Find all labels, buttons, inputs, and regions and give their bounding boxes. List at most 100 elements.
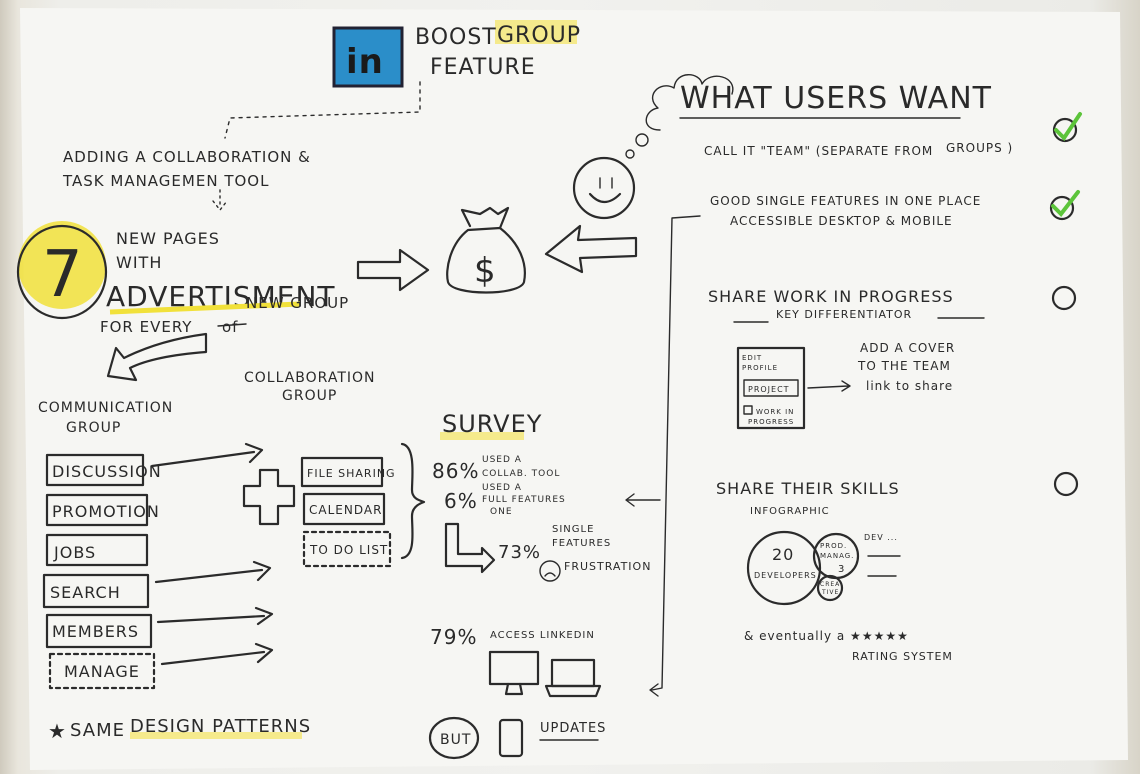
mobile-icon xyxy=(498,718,524,758)
dashed-down-arrow xyxy=(212,189,228,211)
title-highlight xyxy=(495,20,577,44)
checkbox-icon xyxy=(743,405,753,415)
want-item-l2: ACCESSIBLE DESKTOP & MOBILE xyxy=(730,214,953,228)
pm-l2: MANAG. xyxy=(820,552,854,560)
arrow-from-wants xyxy=(544,224,638,274)
want-item-l2: KEY DIFFERENTIATOR xyxy=(776,308,912,321)
dev-line: DEV ... xyxy=(864,533,898,542)
note-star: ★ xyxy=(48,719,67,743)
logo-text: in xyxy=(346,42,384,82)
wip-mockup: EDIT PROFILE PROJECT WORK IN PROGRESS AD… xyxy=(736,341,955,430)
pages-line4: FOR EVERY xyxy=(100,318,192,336)
comm-arrows xyxy=(150,442,274,666)
cre-l2: TIVE xyxy=(821,589,839,596)
comm-title1: COMMUNICATION xyxy=(38,400,173,416)
stat2-l2: FULL FEATURES xyxy=(482,495,566,505)
linkedin-logo-icon xyxy=(332,26,404,88)
title-group: GROUP xyxy=(497,23,581,48)
title-feature: FEATURE xyxy=(430,55,536,80)
l-arrow-icon xyxy=(444,522,496,574)
want-item-l2: INFOGRAPHIC xyxy=(750,506,830,517)
dev-label: DEVELOPERS xyxy=(754,571,817,580)
wip-note3: link to share xyxy=(866,379,953,393)
pages-line1: NEW PAGES xyxy=(116,229,220,248)
plus-icon xyxy=(242,468,296,526)
stat1-l1: USED A xyxy=(482,455,522,465)
advertisment-underline xyxy=(109,301,301,315)
collab-item-box xyxy=(302,530,392,568)
survey-highlight xyxy=(440,432,524,440)
empty-circle-icon xyxy=(1051,285,1077,311)
money-bag-icon: $ xyxy=(446,206,526,294)
updates-text: UPDATES xyxy=(540,721,606,736)
skills-infographic: 20 DEVELOPERS PROD. MANAG. 3 CREA TIVE D… xyxy=(744,530,953,663)
paper-sheet xyxy=(20,8,1128,770)
number-circle xyxy=(16,224,108,320)
smiley-icon xyxy=(572,156,636,220)
comm-item-box xyxy=(42,573,150,609)
stat2-l3: ONE xyxy=(490,507,513,517)
survey-title: SURVEY xyxy=(442,410,542,438)
collaboration-group: COLLABORATION GROUP FILE SHARING CALENDA… xyxy=(244,370,426,568)
curved-arrow-icon xyxy=(106,332,208,382)
but-text: BUT xyxy=(440,732,471,748)
stat3-l3: FRUSTRATION xyxy=(564,560,651,573)
comm-item: MANAGE xyxy=(64,662,140,681)
stat2-value: 6% xyxy=(444,489,478,513)
want-item-l1: SHARE WORK IN PROGRESS xyxy=(708,287,954,306)
stat1-l2: COLLAB. TOOL xyxy=(482,469,560,479)
comm-item-box xyxy=(48,652,156,690)
desktop-icon xyxy=(488,650,540,696)
comm-items: DISCUSSION PROMOTION JOBS SEARCH MEMBERS… xyxy=(42,453,162,690)
collab-item-box xyxy=(302,492,386,526)
comm-item-box xyxy=(45,493,149,527)
sad-face-icon xyxy=(539,560,561,582)
arrow-to-money xyxy=(356,248,430,292)
creative-circle xyxy=(816,574,844,602)
want-item-l1: CALL IT "TEAM" (SEPARATE FROM xyxy=(704,144,933,158)
want-item-l2: GROUPS ) xyxy=(946,141,1013,155)
intro-line2: TASK MANAGEMEN TOOL xyxy=(62,172,269,190)
mockup-work1: WORK IN xyxy=(756,408,794,416)
stat1-value: 86% xyxy=(432,459,479,483)
comm-item-box xyxy=(45,613,153,649)
stat4-label: ACCESS LINKEDIN xyxy=(490,630,595,641)
collab-title2: GROUP xyxy=(282,388,337,404)
developers-circle xyxy=(746,530,822,606)
empty-circle-icon xyxy=(1053,471,1079,497)
note-highlight xyxy=(130,732,302,739)
want-item-l1: GOOD SINGLE FEATURES IN ONE PLACE xyxy=(710,194,981,208)
mockup-profile: PROFILE xyxy=(742,364,778,372)
footer-note: ★ SAME DESIGN PATTERNS xyxy=(48,716,310,743)
mockup-arrow xyxy=(807,380,851,392)
eventually-text: & eventually a ★★★★★ xyxy=(744,629,909,643)
laptop-icon xyxy=(544,658,602,698)
check-circle-icon xyxy=(1052,112,1082,143)
stat3-l1: SINGLE xyxy=(552,524,594,535)
check-circle-icon xyxy=(1049,190,1080,221)
new-pages-block: 7 NEW PAGES WITH ADVERTISMENT FOR EVERY … xyxy=(16,221,348,336)
want-item-l1: SHARE THEIR SKILLS xyxy=(716,479,900,498)
collab-title1: COLLABORATION xyxy=(244,370,376,386)
comm-title2: GROUP xyxy=(66,420,121,436)
stat3-value: 73% xyxy=(498,542,541,563)
stat3-l2: FEATURES xyxy=(552,538,611,549)
collab-item: TO DO LIST xyxy=(309,543,388,557)
comm-item-box xyxy=(45,453,145,487)
collab-item: FILE SHARING xyxy=(307,467,396,480)
strike-line xyxy=(217,323,247,327)
comm-item: DISCUSSION xyxy=(52,462,162,481)
wip-note2: TO THE TEAM xyxy=(857,359,951,373)
stat4-value: 79% xyxy=(430,625,477,649)
mockup-edit: EDIT xyxy=(742,354,762,362)
number-highlight xyxy=(18,221,106,309)
rating-text: RATING SYSTEM xyxy=(852,650,953,663)
pages-struck: of xyxy=(222,318,238,336)
project-box xyxy=(743,379,799,397)
title-boost: BOOST xyxy=(415,25,497,50)
wip-note1: ADD A COVER xyxy=(860,341,955,355)
pm-count: 3 xyxy=(838,564,845,575)
thought-cloud-icon xyxy=(625,74,734,159)
communication-group: COMMUNICATION GROUP xyxy=(38,400,173,436)
